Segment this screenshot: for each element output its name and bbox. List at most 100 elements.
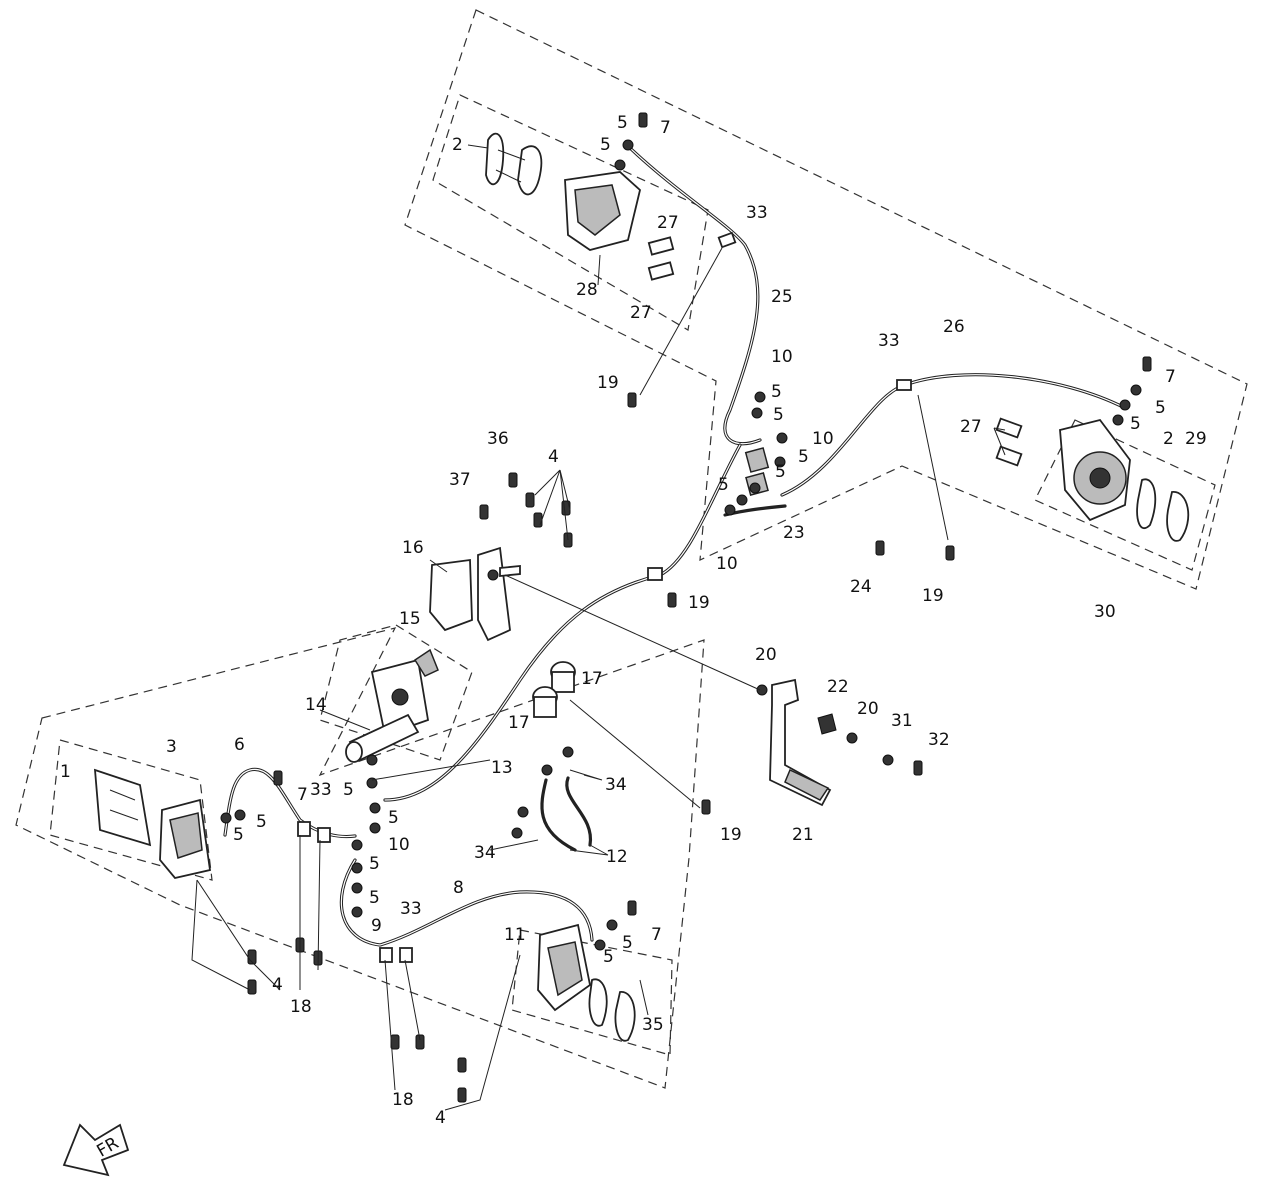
callout: 5 (773, 405, 784, 425)
brake-pad-set-2-left (485, 132, 543, 196)
brake-pipe-12a (540, 778, 577, 852)
bolt (913, 760, 923, 776)
brake-pedal-21 (769, 678, 837, 807)
washer (541, 764, 553, 776)
callout: 5 (600, 135, 611, 155)
callout: 13 (491, 758, 513, 778)
brake-pad-set-1 (93, 768, 152, 847)
brake-pipe-12b (565, 776, 592, 847)
washer (369, 822, 381, 834)
front-direction-arrow: FR (62, 1123, 130, 1177)
callout: 11 (504, 925, 526, 945)
callout: 10 (388, 835, 410, 855)
callout: 5 (1130, 414, 1141, 434)
brake-hoses (223, 146, 1127, 947)
callout: 17 (508, 713, 530, 733)
bolt (247, 979, 257, 995)
washer (517, 806, 529, 818)
parts (93, 132, 1190, 1042)
callout: 19 (597, 373, 619, 393)
callout: 3 (166, 737, 177, 757)
callout: 5 (369, 888, 380, 908)
callout: 23 (783, 523, 805, 543)
hose-clamps (297, 231, 912, 963)
callout: 27 (657, 213, 679, 233)
bolt (638, 112, 648, 128)
washer (751, 407, 763, 419)
bolt (627, 392, 637, 408)
callout: 21 (792, 825, 814, 845)
washer (774, 456, 786, 468)
callout: 5 (369, 854, 380, 874)
callout: 29 (1185, 429, 1207, 449)
washer (351, 906, 363, 918)
callout: 25 (771, 287, 793, 307)
washer (366, 754, 378, 766)
callout: 17 (581, 669, 603, 689)
callout: 5 (388, 808, 399, 828)
callout: 10 (812, 429, 834, 449)
front-caliper-11 (537, 923, 636, 1042)
callout: 7 (651, 925, 662, 945)
callout: 18 (290, 997, 312, 1017)
callout: 4 (548, 447, 559, 467)
brake-pad-set-2-right (1136, 478, 1190, 542)
leader-lines (191, 144, 1006, 1111)
callout: 2 (452, 135, 463, 155)
callout: 18 (392, 1090, 414, 1110)
callout: 5 (798, 447, 809, 467)
bolt (627, 900, 637, 916)
callout: 15 (399, 609, 421, 629)
callout: 22 (827, 677, 849, 697)
dashed-group-boundaries (15, 9, 1248, 1089)
rear-group-boundary (404, 9, 1248, 590)
callout: 7 (660, 118, 671, 138)
bolt (945, 545, 955, 561)
callout: 8 (453, 878, 464, 898)
front-caliper-3 (159, 798, 212, 880)
washer (1130, 384, 1142, 396)
washer (594, 939, 606, 951)
callout: 5 (622, 933, 633, 953)
washer (351, 839, 363, 851)
rear-caliper-right (995, 417, 1131, 522)
callout: 9 (371, 916, 382, 936)
callout: 5 (233, 825, 244, 845)
front-group-boundary (15, 627, 705, 1089)
callout: 1 (60, 762, 71, 782)
callout: 33 (310, 780, 332, 800)
callout: 36 (487, 429, 509, 449)
washer (724, 504, 736, 516)
washer (234, 809, 246, 821)
callout: 19 (922, 586, 944, 606)
callout: 5 (775, 462, 786, 482)
callouts: 2 5 7 5 27 28 27 33 25 19 10 5 5 10 5 5 … (60, 113, 1207, 1128)
washer (736, 494, 748, 506)
callout: 27 (960, 417, 982, 437)
washer (622, 139, 634, 151)
bolt (525, 492, 535, 508)
bolt (508, 472, 518, 488)
right-rear-caliper-box (1034, 419, 1216, 571)
bolt (415, 1034, 425, 1050)
callout: 24 (850, 577, 872, 597)
fasteners (220, 112, 1152, 1103)
washer (511, 827, 523, 839)
hose-6 (223, 767, 357, 839)
bolt (457, 1057, 467, 1073)
bolt (273, 770, 283, 786)
callout: 7 (297, 785, 308, 805)
callout: 2 (1163, 429, 1174, 449)
callout: 19 (720, 825, 742, 845)
bolt (533, 512, 543, 528)
callout: 4 (272, 975, 283, 995)
washer (1112, 414, 1124, 426)
callout: 35 (642, 1015, 664, 1035)
callout: 10 (716, 554, 738, 574)
fluid-reservoir-17 (532, 661, 576, 718)
callout: 12 (606, 847, 628, 867)
master-cylinder-14 (345, 648, 439, 763)
washer (220, 812, 232, 824)
callout: 34 (605, 775, 627, 795)
callout: 28 (576, 280, 598, 300)
